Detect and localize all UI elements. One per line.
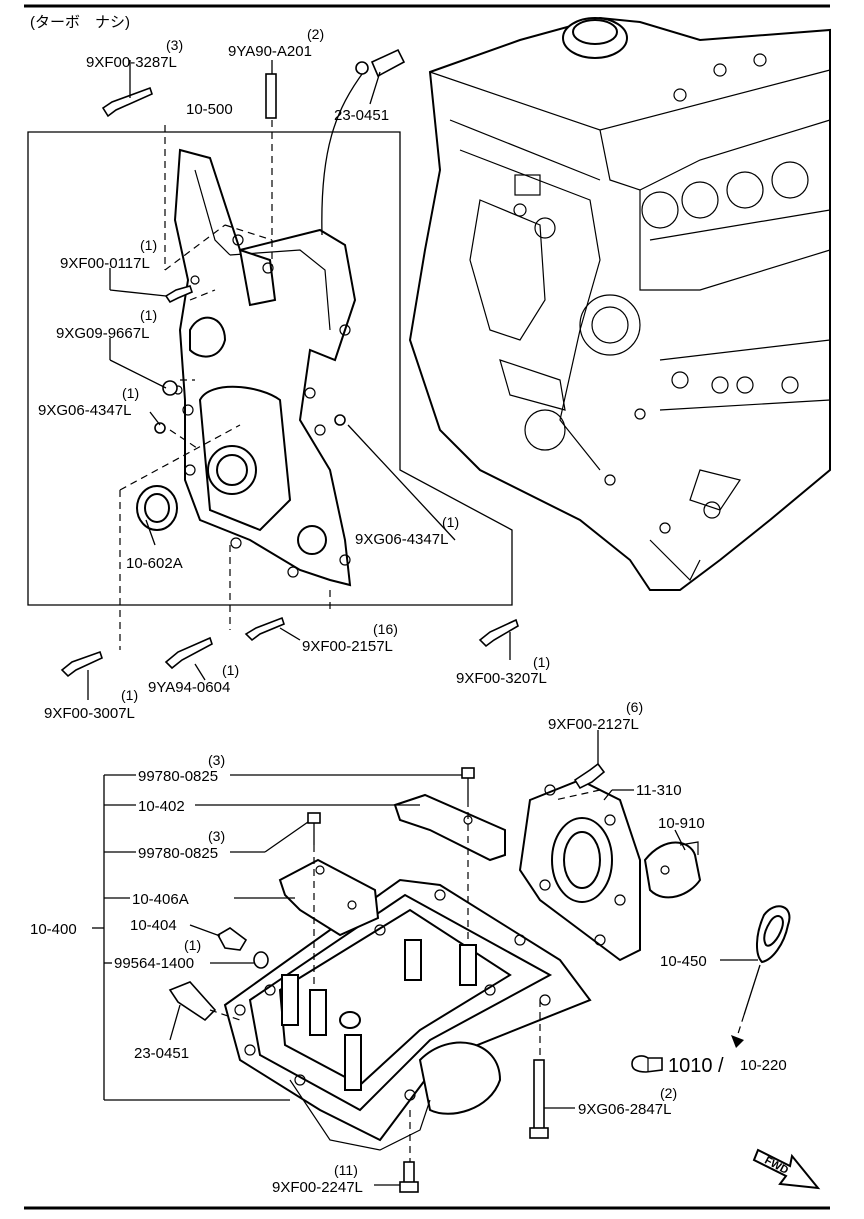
callout-21-part: 10-400 [30,921,77,938]
sensor-drawing [321,48,406,236]
callout-7-part: 9XG06-4347L [38,402,131,419]
timing-cover-group-box [27,131,513,606]
oil-pan-dashed-lines [209,789,601,1162]
callout-23-qty: (1) [184,937,201,953]
callout-14-part: 9XF00-2127L [548,716,639,733]
callout-12-qty: (1) [222,662,239,678]
callout-3-part: 10-500 [186,101,233,118]
oil-pan-bracket [92,774,290,1101]
callout-10-part: 9XF00-2157L [302,638,393,655]
callout-17-part: 10-402 [138,798,185,815]
callout-2-qty: (2) [307,26,324,42]
callout-20-part: 10-406A [132,891,189,908]
engine-block-drawing [408,16,831,591]
rear-seal-housing-drawing [518,778,641,962]
callout-26-qty: (2) [660,1085,677,1101]
callout-5-part: 9XF00-0117L [60,255,150,272]
callout-19-part: 99780-0825 [138,845,218,862]
callout-5-qty: (1) [140,237,157,253]
callout-26-part: 9XG06-2847L [578,1101,671,1118]
callout-2-part: 9YA90-A201 [228,43,312,60]
callout-labels: (3) 9XF00-3287L (2) 9YA90-A201 10-500 23… [30,26,707,1196]
callout-4-part: 23-0451 [334,107,389,124]
callout-15-part: 99780-0825 [138,768,218,785]
reference-main: 1010 [668,1055,713,1077]
leader-lines-upper [87,60,511,700]
callout-18-part: 10-910 [658,815,705,832]
callout-13-qty: (1) [121,687,138,703]
callout-16-part: 11-310 [636,782,682,799]
hand-pointer-icon [631,1055,663,1073]
oil-pan-fasteners-drawing [168,762,606,1193]
callout-27-part: 9XF00-2247L [272,1179,363,1196]
dipstick-drawing [731,905,791,1048]
leader-lines-lower [169,730,758,1186]
reference-separator: / [718,1055,724,1077]
reference-callout[interactable]: 1010 / 10-220 [631,1055,787,1077]
oil-seal-drawing [136,485,178,531]
callout-22-part: 10-404 [130,917,177,934]
callout-11-part: 9XF00-3207L [456,670,547,687]
header-note: (ターボ ナシ) [30,14,130,31]
oil-pan-drawing [223,878,592,1151]
bolt-drawings-upper [60,73,519,678]
reference-sub: 10-220 [740,1057,787,1074]
callout-8-part: 9XG06-4347L [355,531,448,548]
callout-23-part: 99564-1400 [114,955,194,972]
callout-1-part: 9XF00-3287L [86,54,177,71]
fwd-arrow-icon: FWD [752,1148,821,1190]
callout-27-qty: (11) [334,1162,358,1178]
callout-1-qty: (3) [166,37,183,53]
callout-9-part: 10-602A [126,555,183,572]
callout-12-part: 9YA94-0604 [148,679,230,696]
callout-11-qty: (1) [533,654,550,670]
callout-10-qty: (16) [373,621,398,637]
callout-15-qty: (3) [208,752,225,768]
cover-clip-drawing [643,841,702,899]
callout-24-part: 10-450 [660,953,707,970]
timing-dashed-lines [119,120,331,650]
callout-8-qty: (1) [442,514,459,530]
callout-6-part: 9XG09-9667L [56,325,149,342]
timing-cover-drawing [173,148,357,587]
callout-6-qty: (1) [140,307,157,323]
fwd-label: FWD [762,1155,790,1177]
callout-13-part: 9XF00-3007L [44,705,135,722]
callout-19-qty: (3) [208,828,225,844]
callout-14-qty: (6) [626,699,643,715]
callout-7-qty: (1) [122,385,139,401]
callout-25-part: 23-0451 [134,1045,189,1062]
